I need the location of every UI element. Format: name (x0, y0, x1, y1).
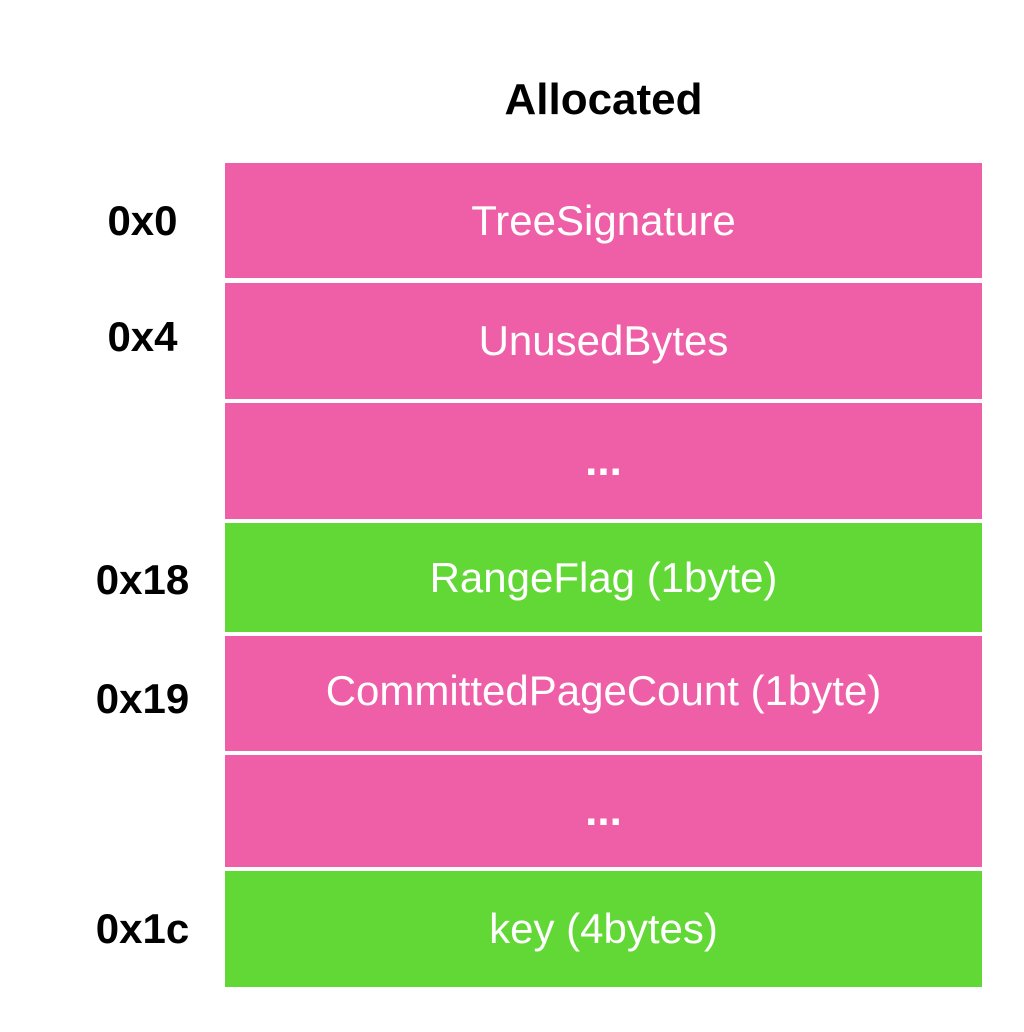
offset-label: 0x19 (95, 675, 190, 722)
block-label: RangeFlag (1byte) (429, 553, 778, 601)
block-label: key (4bytes) (489, 905, 718, 952)
memory-block-unused-bytes: UnusedBytes (225, 283, 982, 399)
memory-block-range-flag: RangeFlag (1byte) (225, 523, 982, 632)
offset-label: 0x0 (107, 197, 178, 244)
offset-label: 0x1c (95, 905, 190, 952)
offset-label: 0x4 (107, 313, 178, 360)
memory-block-committed-page-count: CommittedPageCount (1byte) (225, 636, 982, 751)
memory-block-key: key (4bytes) (225, 871, 982, 987)
block-label: CommittedPageCount (1byte) (325, 666, 882, 714)
diagram-title: Allocated (504, 75, 703, 124)
block-label: ... (585, 786, 622, 835)
block-label: TreeSignature (471, 196, 736, 244)
memory-block-ellipsis: ... (225, 403, 982, 519)
block-label: ... (585, 436, 622, 485)
offset-label: 0x18 (95, 556, 190, 603)
memory-block-tree-signature: TreeSignature (225, 163, 982, 278)
block-label: UnusedBytes (478, 317, 729, 364)
memory-block-ellipsis: ... (225, 755, 982, 867)
